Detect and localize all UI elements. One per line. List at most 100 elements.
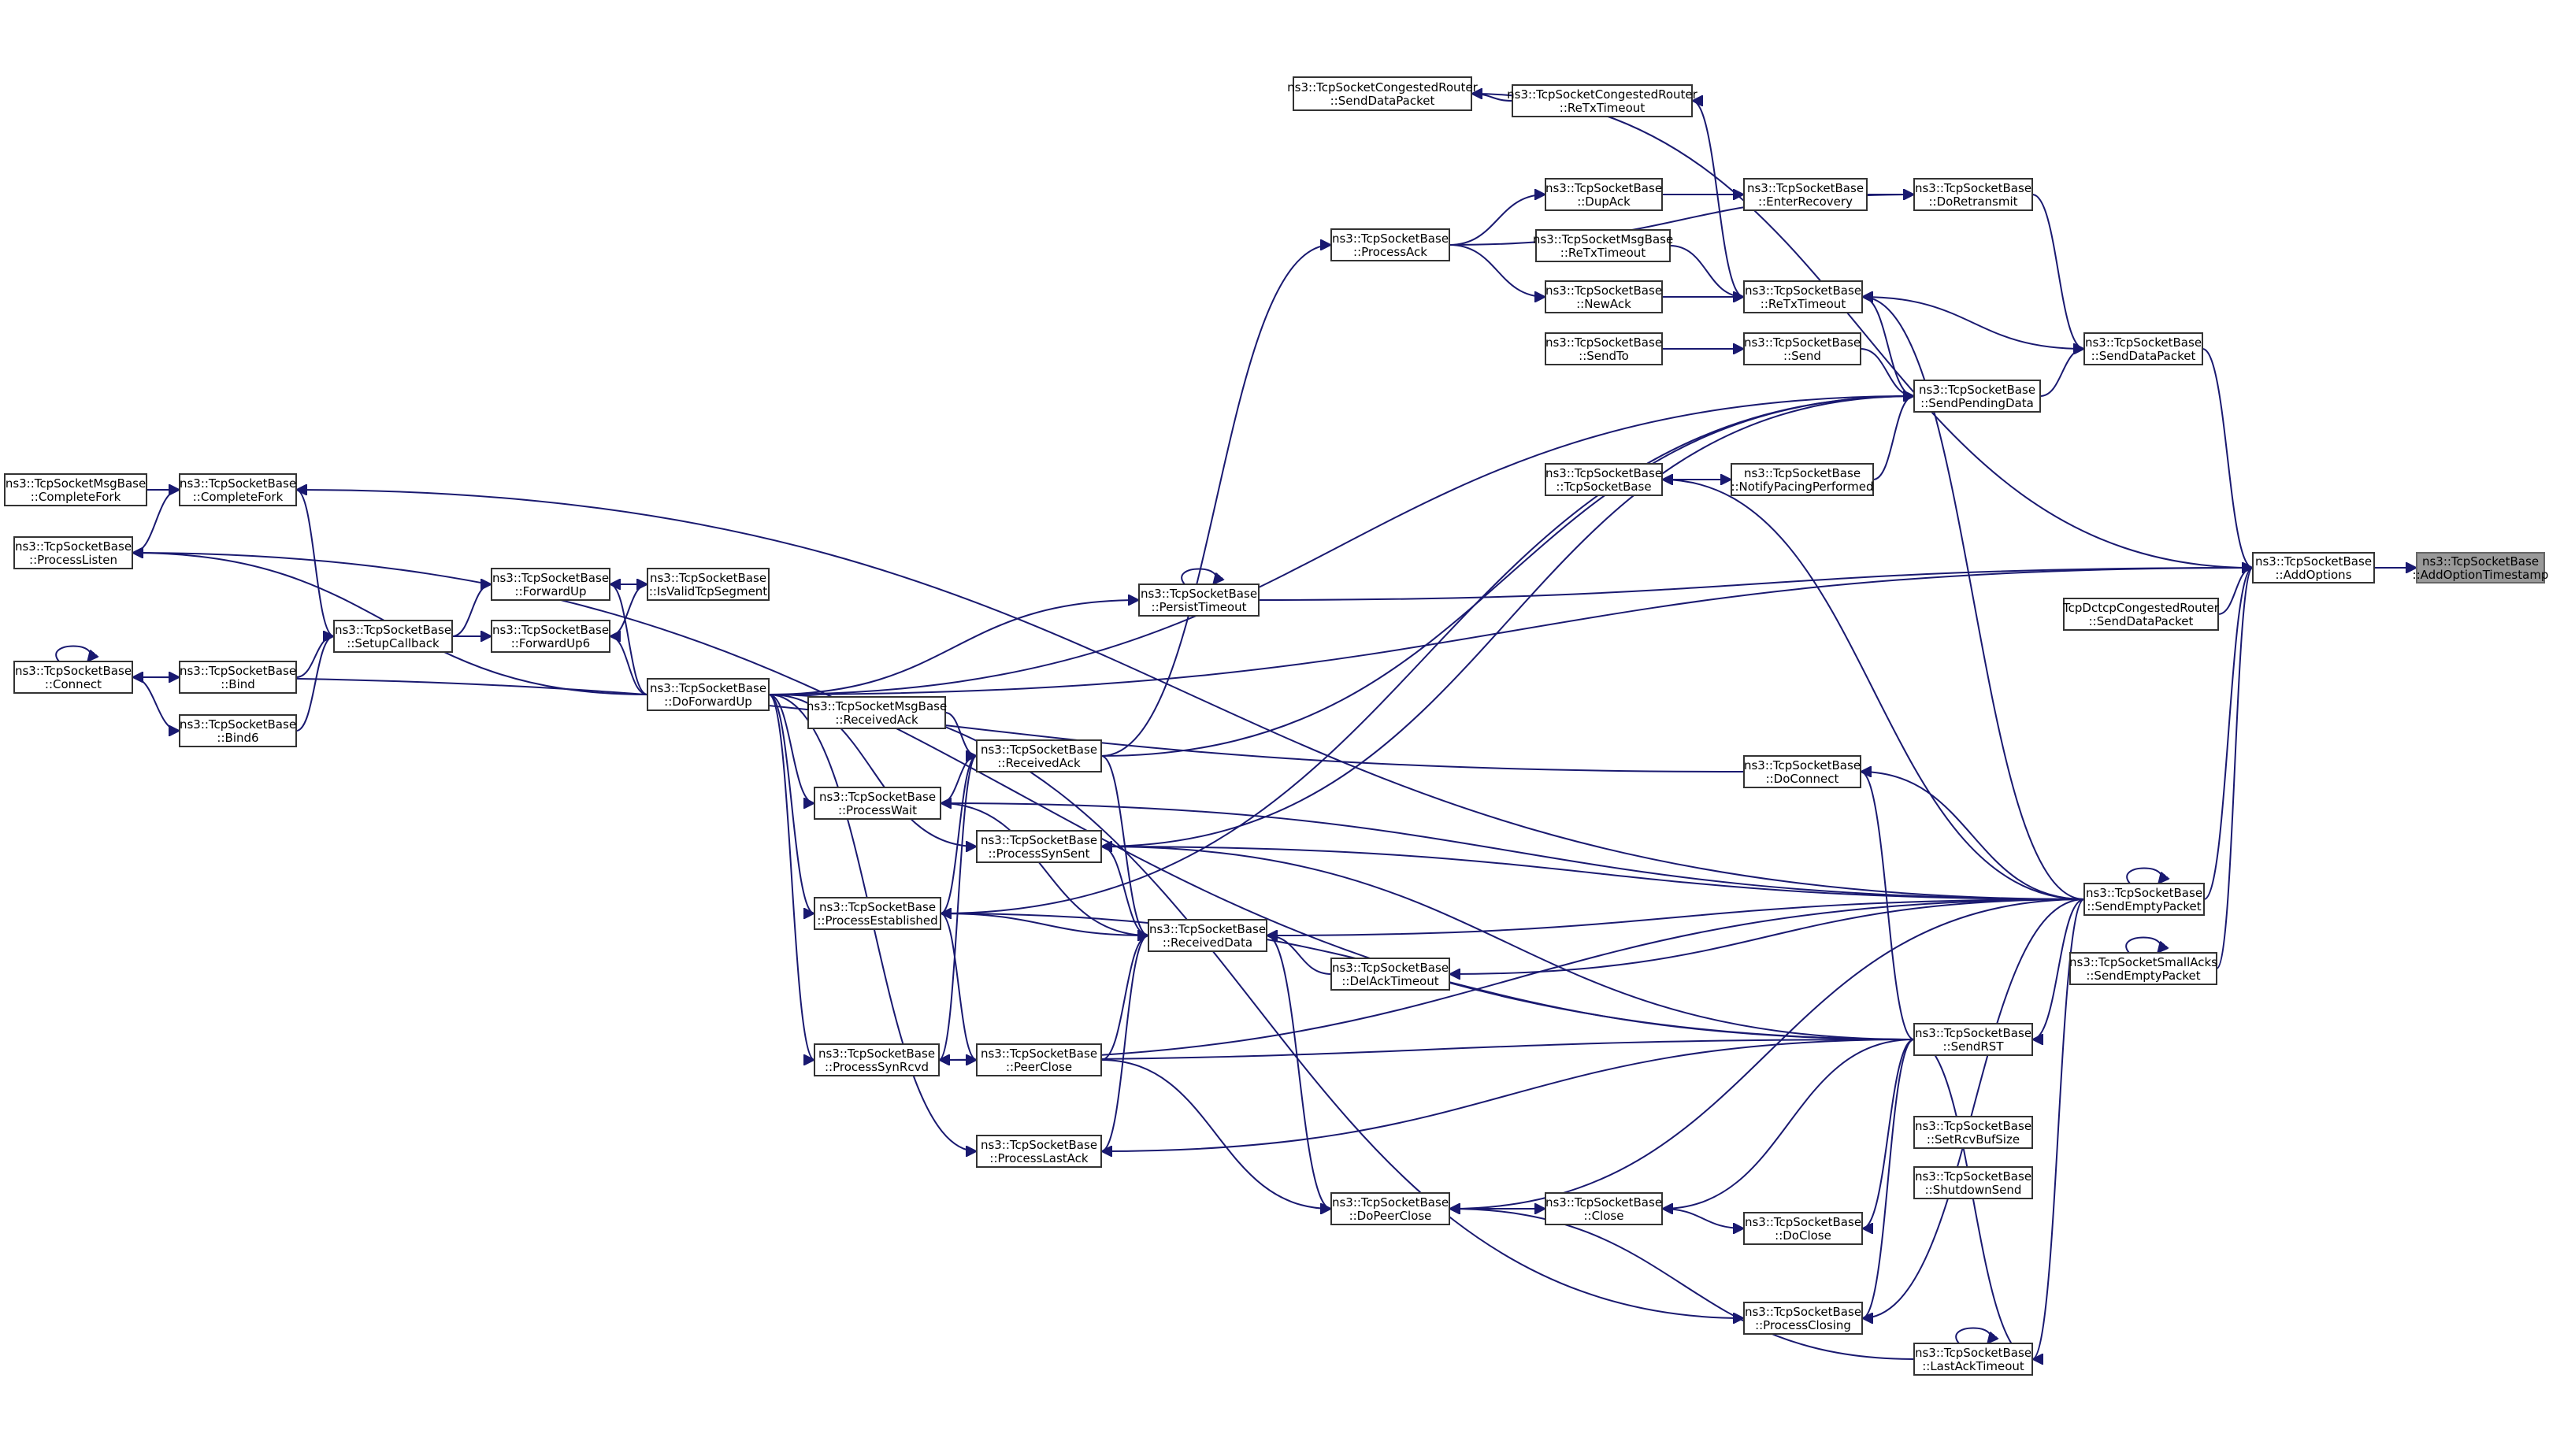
- node-box: [2083, 332, 2203, 365]
- node-label-line1: ns3::TcpSocketBase: [1332, 961, 1449, 975]
- node-dctcp-send-data-packet[interactable]: TcpDctcpCongestedRouter::SendDataPacket: [2062, 598, 2220, 631]
- node-dup-ack[interactable]: ns3::TcpSocketBase::DupAck: [1545, 178, 1663, 211]
- node-cr-send-data-packet[interactable]: ns3::TcpSocketCongestedRouter::SendDataP…: [1287, 76, 1479, 111]
- node-label-line2: ::LastAckTimeout: [1922, 1359, 2024, 1373]
- node-shutdown-send[interactable]: ns3::TcpSocketBase::ShutdownSend: [1913, 1166, 2033, 1199]
- node-send-empty-packet[interactable]: ns3::TcpSocketBase::SendEmptyPacket: [2083, 883, 2205, 916]
- node-box: [976, 739, 1102, 772]
- node-box: [1913, 178, 2033, 211]
- node-label-line2: ::Close: [1584, 1209, 1624, 1223]
- node-process-listen[interactable]: ns3::TcpSocketBase::ProcessListen: [13, 536, 133, 569]
- node-tcp-socket-base-ctor[interactable]: ns3::TcpSocketBase::TcpSocketBase: [1545, 463, 1663, 496]
- node-label-line1: ns3::TcpSocketBase: [2086, 886, 2202, 900]
- edge-bind-to-setup-callback: [295, 636, 335, 678]
- edge-send-rst-to-process-closing: [1861, 1039, 1915, 1318]
- edge-do-forward-up-to-send-pending-data: [768, 396, 1914, 695]
- node-label-line1: ns3::TcpSocketBase: [1745, 283, 1861, 298]
- edge-cr-send-data-packet-to-add-options: [1471, 93, 2253, 568]
- node-is-valid-tcp-segment[interactable]: ns3::TcpSocketBase::IsValidTcpSegment: [647, 568, 770, 601]
- edge-send-empty-packet-to-do-connect: [1861, 772, 2085, 900]
- node-do-connect[interactable]: ns3::TcpSocketBase::DoConnect: [1743, 755, 1861, 788]
- node-process-last-ack[interactable]: ns3::TcpSocketBase::ProcessLastAck: [976, 1135, 1102, 1168]
- node-box: [1743, 1302, 1863, 1335]
- node-cr-re-tx-timeout[interactable]: ns3::TcpSocketCongestedRouter::ReTxTimeo…: [1507, 84, 1698, 117]
- node-box: [1545, 1192, 1663, 1225]
- node-label-line1: ns3::TcpSocketBase: [1747, 181, 1864, 195]
- node-forward-up6[interactable]: ns3::TcpSocketBase::ForwardUp6: [491, 620, 610, 653]
- node-box: [1913, 1343, 2033, 1376]
- node-peer-close[interactable]: ns3::TcpSocketBase::PeerClose: [976, 1043, 1102, 1076]
- node-add-options[interactable]: ns3::TcpSocketBase::AddOptions: [2252, 552, 2375, 584]
- node-send-data-packet[interactable]: ns3::TcpSocketBase::SendDataPacket: [2083, 332, 2203, 365]
- node-box: [1148, 919, 1267, 952]
- node-label-line1: ns3::TcpSocketBase: [1744, 758, 1861, 772]
- edge-send-empty-packet-to-tcp-socket-base-ctor: [1662, 480, 2085, 900]
- node-send-pending-data[interactable]: ns3::TcpSocketBase::SendPendingData: [1913, 380, 2041, 413]
- node-label-line1: ns3::TcpSocketMsgBase: [807, 699, 947, 713]
- edge-msg-re-tx-timeout-to-re-tx-timeout: [1669, 245, 1744, 297]
- node-process-syn-rcvd[interactable]: ns3::TcpSocketBase::ProcessSynRcvd: [814, 1043, 940, 1076]
- edge-cr-re-tx-timeout-to-cr-send-data-packet: [1471, 94, 1513, 102]
- node-complete-fork[interactable]: ns3::TcpSocketBase::CompleteFork: [179, 473, 297, 506]
- node-do-close[interactable]: ns3::TcpSocketBase::DoClose: [1743, 1212, 1863, 1245]
- edge-process-ack-to-new-ack: [1449, 244, 1545, 297]
- node-box: [13, 661, 133, 694]
- node-process-ack[interactable]: ns3::TcpSocketBase::ProcessAck: [1330, 228, 1450, 261]
- node-received-ack[interactable]: ns3::TcpSocketBase::ReceivedAck: [976, 739, 1102, 772]
- node-box: [491, 620, 610, 653]
- node-do-peer-close[interactable]: ns3::TcpSocketBase::DoPeerClose: [1330, 1192, 1450, 1225]
- node-notify-pacing-performed[interactable]: ns3::TcpSocketBase::NotifyPacingPerforme…: [1731, 463, 1874, 496]
- edge-notify-pacing-performed-to-send-pending-data: [1872, 396, 1915, 480]
- edge-send-to-send-pending-data: [1860, 348, 1915, 396]
- edge-persist-timeout-to-add-options: [1258, 568, 2253, 601]
- node-process-closing[interactable]: ns3::TcpSocketBase::ProcessClosing: [1743, 1302, 1863, 1335]
- node-box: [1913, 1023, 2033, 1056]
- node-set-rcv-buf-size[interactable]: ns3::TcpSocketBase::SetRcvBufSize: [1913, 1116, 2033, 1149]
- node-close[interactable]: ns3::TcpSocketBase::Close: [1545, 1192, 1663, 1225]
- node-process-established[interactable]: ns3::TcpSocketBase::ProcessEstablished: [814, 897, 941, 930]
- node-label-line1: ns3::TcpSocketBase: [180, 664, 296, 678]
- node-label-line1: ns3::TcpSocketBase: [1915, 181, 2031, 195]
- node-send-to[interactable]: ns3::TcpSocketBase::SendTo: [1545, 332, 1663, 365]
- node-box: [647, 568, 770, 601]
- node-label-line2: ::PeerClose: [1006, 1060, 1072, 1074]
- node-msg-received-ack[interactable]: ns3::TcpSocketMsgBase::ReceivedAck: [807, 696, 947, 729]
- node-label-line2: ::ProcessSynSent: [988, 847, 1089, 861]
- node-forward-up[interactable]: ns3::TcpSocketBase::ForwardUp: [491, 568, 610, 601]
- node-setup-callback[interactable]: ns3::TcpSocketBase::SetupCallback: [333, 620, 453, 653]
- node-box: [1913, 1116, 2033, 1149]
- node-re-tx-timeout[interactable]: ns3::TcpSocketBase::ReTxTimeout: [1743, 280, 1863, 313]
- node-do-retransmit[interactable]: ns3::TcpSocketBase::DoRetransmit: [1913, 178, 2033, 211]
- node-process-syn-sent[interactable]: ns3::TcpSocketBase::ProcessSynSent: [976, 830, 1102, 863]
- edge-received-ack-to-received-data: [1100, 755, 1149, 935]
- node-send[interactable]: ns3::TcpSocketBase::Send: [1743, 332, 1861, 365]
- node-label-line1: ns3::TcpSocketBase: [1915, 1346, 2031, 1360]
- node-connect[interactable]: ns3::TcpSocketBase::Connect: [13, 661, 133, 694]
- node-process-wait[interactable]: ns3::TcpSocketBase::ProcessWait: [814, 787, 941, 820]
- edge-received-data-to-do-peer-close: [1266, 935, 1332, 1209]
- node-msg-re-tx-timeout[interactable]: ns3::TcpSocketMsgBase::ReTxTimeout: [1533, 229, 1673, 262]
- node-label-line2: ::SendDataPacket: [1330, 94, 1435, 108]
- node-small-acks-send-empty-packet[interactable]: ns3::TcpSocketSmallAcks::SendEmptyPacket: [2069, 952, 2217, 985]
- node-new-ack[interactable]: ns3::TcpSocketBase::NewAck: [1545, 280, 1663, 313]
- node-last-ack-timeout[interactable]: ns3::TcpSocketBase::LastAckTimeout: [1913, 1343, 2033, 1376]
- node-box: [976, 1135, 1102, 1168]
- node-label-line1: ns3::TcpSocketBase: [335, 623, 451, 637]
- node-box: [1743, 280, 1863, 313]
- edge-process-established-to-send-pending-data: [940, 396, 1914, 914]
- node-persist-timeout[interactable]: ns3::TcpSocketBase::PersistTimeout: [1138, 584, 1260, 617]
- node-add-option-timestamp[interactable]: ns3::TcpSocketBase::AddOptionTimestamp: [2413, 552, 2549, 584]
- node-do-forward-up[interactable]: ns3::TcpSocketBase::DoForwardUp: [647, 678, 770, 711]
- node-label-line1: ns3::TcpSocketBase: [1545, 1195, 1662, 1210]
- node-box: [976, 1043, 1102, 1076]
- node-send-rst[interactable]: ns3::TcpSocketBase::SendRST: [1913, 1023, 2033, 1056]
- node-received-data[interactable]: ns3::TcpSocketBase::ReceivedData: [1148, 919, 1267, 952]
- edge-send-empty-packet-to-complete-fork: [296, 490, 2085, 900]
- node-label-line1: ns3::TcpSocketBase: [1332, 232, 1449, 246]
- node-bind6[interactable]: ns3::TcpSocketBase::Bind6: [179, 714, 297, 747]
- node-msg-complete-fork[interactable]: ns3::TcpSocketMsgBase::CompleteFork: [4, 473, 147, 506]
- node-del-ack-timeout[interactable]: ns3::TcpSocketBase::DelAckTimeout: [1330, 958, 1450, 991]
- node-label-line2: ::SendDataPacket: [2091, 349, 2196, 363]
- node-bind[interactable]: ns3::TcpSocketBase::Bind: [179, 661, 297, 694]
- node-enter-recovery[interactable]: ns3::TcpSocketBase::EnterRecovery: [1743, 178, 1868, 211]
